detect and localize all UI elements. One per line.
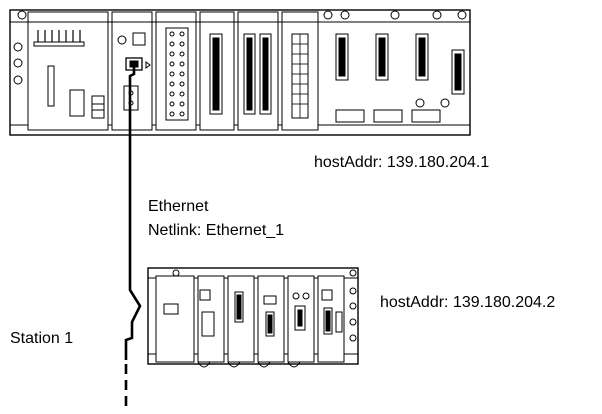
io-module-connector-1: [199, 11, 235, 131]
cpu-module: [111, 11, 153, 131]
io-module-connector-2: [237, 11, 279, 131]
station-label: Station 1: [10, 330, 74, 347]
io-module-terminal: [155, 11, 197, 131]
upper-plc-rack: [9, 9, 471, 136]
lower-rack-host-address: hostAddr: 139.180.204.2: [380, 294, 556, 311]
empty-rack-slots: [335, 33, 465, 123]
upper-rack-host-address: hostAddr: 139.180.204.1: [314, 154, 490, 171]
rack-screws: [13, 10, 467, 108]
netlink-label: Netlink: Ethernet_1: [148, 222, 285, 239]
power-supply-module: [27, 11, 109, 131]
io-module-connector-3: [281, 11, 319, 131]
lower-plc-rack: [147, 267, 359, 368]
network-type-label: Ethernet: [148, 198, 209, 215]
ethernet-cable: [124, 66, 142, 406]
